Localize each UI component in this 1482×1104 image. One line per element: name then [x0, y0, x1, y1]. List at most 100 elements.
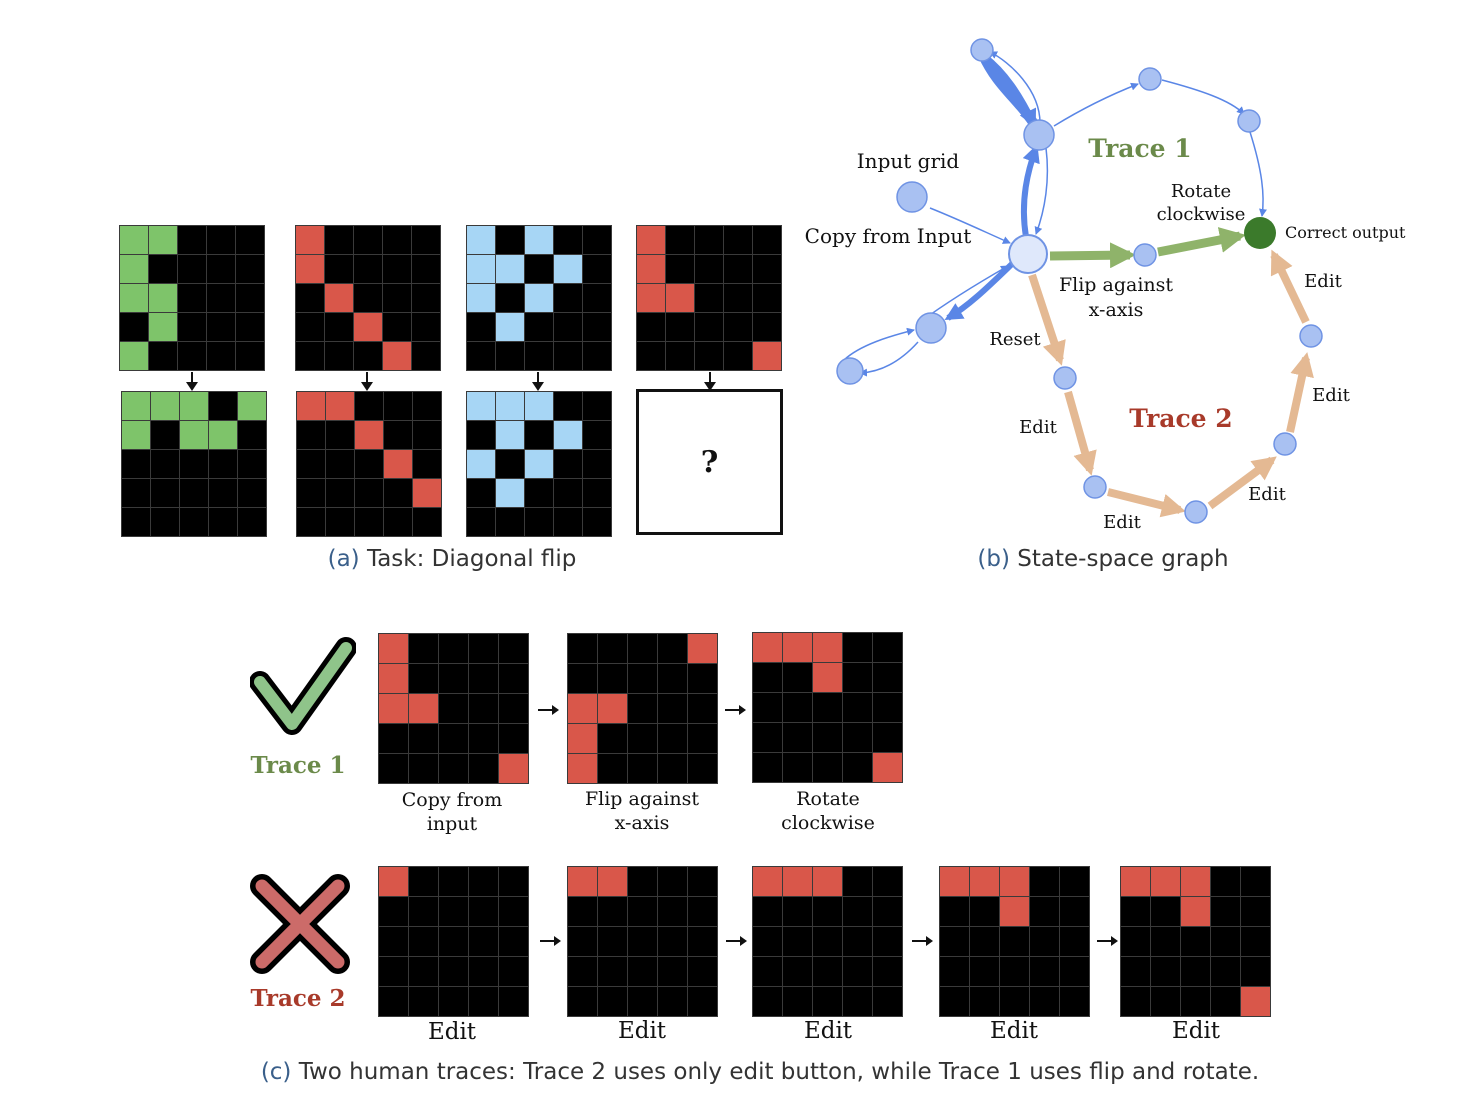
- black-cell: [873, 693, 902, 722]
- caption-text: Two human traces: Trace 2 uses only edit…: [291, 1059, 1260, 1085]
- black-cell: [467, 313, 495, 341]
- black-cell: [813, 723, 842, 752]
- edge: [982, 53, 1037, 128]
- black-cell: [628, 724, 657, 753]
- black-cell: [873, 987, 902, 1016]
- black-cell: [1060, 987, 1089, 1016]
- colored-cell: [467, 450, 495, 478]
- black-cell: [554, 450, 582, 478]
- colored-cell: [379, 664, 408, 693]
- black-cell: [843, 723, 872, 752]
- black-cell: [467, 421, 495, 449]
- black-cell: [753, 987, 782, 1016]
- black-cell: [525, 479, 553, 507]
- example-input-grid: [295, 225, 441, 371]
- black-cell: [813, 693, 842, 722]
- black-cell: [409, 927, 438, 956]
- state-node: [1053, 366, 1077, 390]
- black-cell: [724, 313, 752, 341]
- colored-cell: [467, 284, 495, 312]
- black-cell: [409, 664, 438, 693]
- trace2-step-grid: [567, 866, 718, 1017]
- label-edit: Edit: [1312, 385, 1350, 406]
- black-cell: [873, 633, 902, 662]
- check-icon: [250, 637, 356, 735]
- black-cell: [122, 450, 150, 478]
- black-cell: [178, 313, 206, 341]
- label-edit: Edit: [1304, 271, 1342, 292]
- test-input-grid: [636, 225, 782, 371]
- black-cell: [499, 664, 528, 693]
- step-label-line: x-axis: [614, 812, 670, 834]
- black-cell: [628, 927, 657, 956]
- black-cell: [658, 664, 687, 693]
- down-arrow: [186, 372, 198, 391]
- colored-cell: [873, 753, 902, 782]
- edge: [1034, 147, 1049, 235]
- colored-cell: [1151, 867, 1180, 896]
- colored-cell: [122, 421, 150, 449]
- black-cell: [439, 867, 468, 896]
- label-x-axis: x-axis: [1089, 299, 1144, 321]
- black-cell: [439, 694, 468, 723]
- black-cell: [688, 927, 717, 956]
- colored-cell: [568, 754, 597, 783]
- black-cell: [628, 634, 657, 663]
- black-cell: [326, 479, 354, 507]
- black-cell: [383, 284, 411, 312]
- black-cell: [238, 508, 266, 536]
- black-cell: [658, 694, 687, 723]
- state-node: [1083, 475, 1107, 499]
- black-cell: [409, 987, 438, 1016]
- black-cell: [384, 508, 412, 536]
- caption-tag: (a): [327, 546, 360, 572]
- label-reset: Reset: [989, 329, 1041, 350]
- black-cell: [439, 664, 468, 693]
- edge: [989, 51, 1041, 124]
- black-cell: [843, 633, 872, 662]
- label-correct-output: Correct output: [1285, 223, 1406, 242]
- black-cell: [151, 450, 179, 478]
- label-edit: Edit: [1248, 484, 1286, 505]
- black-cell: [207, 313, 235, 341]
- black-cell: [843, 897, 872, 926]
- black-cell: [583, 255, 611, 283]
- black-cell: [1211, 867, 1240, 896]
- black-cell: [413, 392, 441, 420]
- caption-b: (b) State-space graph: [977, 546, 1228, 572]
- colored-cell: [783, 633, 812, 662]
- black-cell: [753, 693, 782, 722]
- black-cell: [1151, 927, 1180, 956]
- black-cell: [583, 450, 611, 478]
- black-cell: [238, 479, 266, 507]
- edge: [944, 259, 1017, 321]
- black-cell: [1181, 957, 1210, 986]
- colored-cell: [568, 724, 597, 753]
- state-node: [915, 312, 947, 344]
- black-cell: [583, 313, 611, 341]
- down-arrow: [532, 372, 544, 391]
- black-cell: [496, 450, 524, 478]
- black-cell: [469, 664, 498, 693]
- colored-cell: [209, 421, 237, 449]
- black-cell: [325, 313, 353, 341]
- black-cell: [1211, 957, 1240, 986]
- black-cell: [583, 392, 611, 420]
- black-cell: [439, 724, 468, 753]
- black-cell: [583, 342, 611, 370]
- black-cell: [688, 897, 717, 926]
- black-cell: [873, 897, 902, 926]
- colored-cell: [355, 421, 383, 449]
- colored-cell: [496, 255, 524, 283]
- trace2-step-label: Edit: [989, 1018, 1039, 1044]
- colored-cell: [326, 392, 354, 420]
- black-cell: [1181, 927, 1210, 956]
- black-cell: [568, 957, 597, 986]
- colored-cell: [525, 450, 553, 478]
- black-cell: [628, 867, 657, 896]
- black-cell: [658, 634, 687, 663]
- colored-cell: [413, 479, 441, 507]
- black-cell: [238, 421, 266, 449]
- black-cell: [1030, 897, 1059, 926]
- black-cell: [695, 255, 723, 283]
